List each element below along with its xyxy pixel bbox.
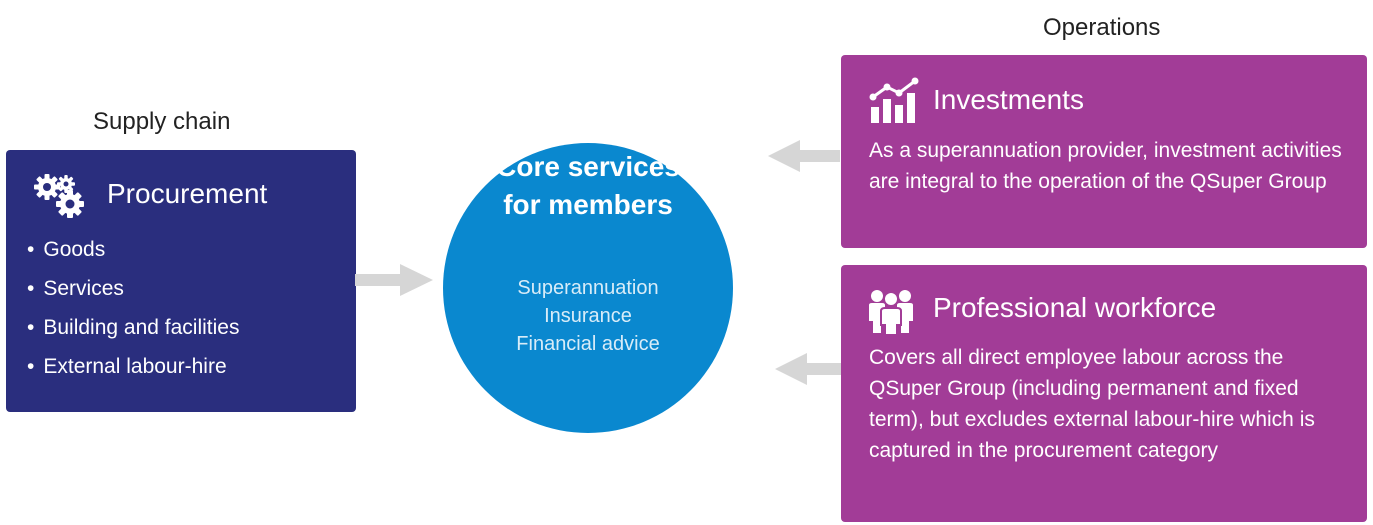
procurement-box: Procurement Goods Services Building and … [6, 150, 356, 412]
core-service-item: Insurance [544, 305, 632, 327]
gears-icon [34, 174, 84, 218]
people-icon [869, 290, 913, 335]
workforce-box: Professional workforce Covers all direct… [841, 265, 1367, 522]
investments-title: Investments [933, 84, 1084, 115]
investments-box: Investments As a superannuation provider… [841, 55, 1367, 248]
investments-description: As a superannuation provider, investment… [869, 139, 1342, 193]
core-services-list: Superannuation Insurance Financial advic… [443, 274, 733, 358]
workforce-description: Covers all direct employee labour across… [869, 346, 1315, 462]
core-service-item: Financial advice [516, 333, 660, 355]
list-item: Building and facilities [27, 308, 239, 347]
procurement-title: Procurement [107, 178, 268, 209]
operations-heading: Operations [1043, 14, 1161, 41]
procurement-list: Goods Services Building and facilities E… [27, 230, 239, 386]
core-service-item: Superannuation [517, 277, 659, 299]
arrow-left-icon [768, 140, 840, 172]
list-item: Services [27, 269, 239, 308]
arrow-left-icon [775, 353, 841, 385]
list-item: External labour-hire [27, 347, 239, 386]
chart-icon [869, 77, 919, 123]
arrow-right-icon [355, 264, 433, 296]
workforce-title: Professional workforce [933, 292, 1217, 323]
supply-chain-heading: Supply chain [93, 108, 231, 135]
core-services-circle: Core services for members Superannuation… [443, 143, 733, 433]
list-item: Goods [27, 230, 239, 269]
core-title: Core services for members [496, 151, 680, 220]
